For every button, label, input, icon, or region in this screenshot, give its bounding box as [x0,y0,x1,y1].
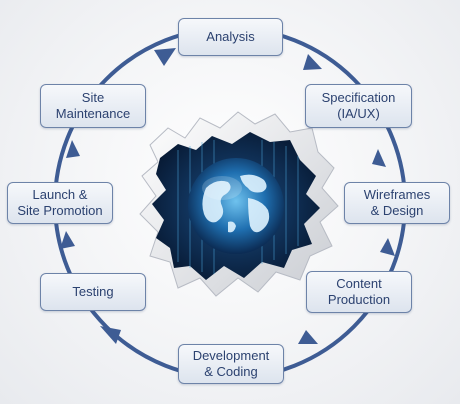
arrow-spec-to-wireframes [372,149,386,167]
step-development-label-line1: Development [192,348,270,363]
step-wireframes-label-line2: & Design [370,203,424,218]
arrow-launch-to-maintenance [66,140,80,158]
step-maintenance-label-line2: Maintenance [55,106,131,121]
arrow-maintenance-to-analysis [154,48,176,66]
continents [202,174,270,233]
step-launch-label-line2: Site Promotion [17,203,103,218]
step-content-label-line2: Production [327,292,391,307]
step-specification: Specification (IA/UX) [305,84,412,128]
step-specification-label-line1: Specification [321,90,396,105]
step-analysis: Analysis [178,18,283,56]
step-wireframes-label-line1: Wireframes [363,187,431,202]
arrow-wireframes-to-content [380,238,395,256]
step-wireframes-design: Wireframes & Design [344,182,450,224]
step-launch-promotion: Launch & Site Promotion [7,182,113,224]
cycle-arrows [60,48,395,344]
step-testing: Testing [40,273,146,311]
data-streams [177,140,299,274]
arrow-testing-to-launch [60,231,75,249]
globe-shine [202,176,242,200]
step-content-production: Content Production [306,271,412,313]
step-site-maintenance: Site Maintenance [40,84,146,128]
step-specification-label-line2: (IA/UX) [337,106,380,121]
torn-paper-globe-icon [139,111,339,297]
arrow-analysis-to-spec [303,54,322,70]
step-analysis-label: Analysis [206,29,255,44]
step-development-coding: Development & Coding [178,344,284,384]
step-development-label-line2: & Coding [204,364,258,379]
step-launch-label-line1: Launch & [32,187,88,202]
arrow-development-to-testing [100,326,121,344]
step-testing-label: Testing [72,284,114,299]
step-content-label-line1: Content [336,276,382,291]
step-maintenance-label-line1: Site [81,90,105,105]
arrow-content-to-development [298,330,318,344]
globe [188,158,284,254]
